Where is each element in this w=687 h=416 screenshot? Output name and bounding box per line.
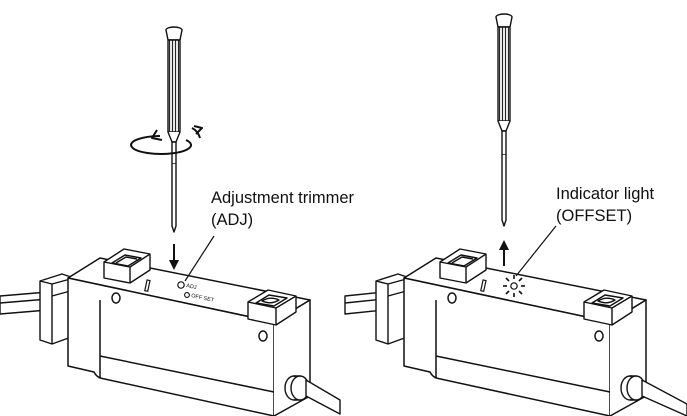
left-mount-hole-1 (111, 292, 121, 304)
right-panel (344, 13, 687, 416)
left-panel: ADJ OFF SET (0, 26, 341, 416)
offset-callout-line-1: Indicator light (556, 185, 655, 203)
right-mount-hole-1 (447, 292, 457, 304)
left-mount-hole-2 (258, 330, 268, 342)
right-clamp-2 (583, 289, 633, 326)
left-offset-indicator (184, 292, 190, 298)
right-cable-out (620, 375, 687, 416)
left-sensor-body (67, 257, 311, 416)
left-clamp-1 (103, 248, 151, 284)
adj-callout-line-1: Adjustment trimmer (211, 189, 355, 207)
right-led-slot (480, 279, 487, 292)
right-connector (375, 273, 411, 345)
left-callout-leader (184, 235, 215, 282)
left-led-slot (144, 279, 151, 292)
left-clamp-2 (247, 289, 297, 326)
right-mount-hole-2 (594, 330, 604, 342)
adj-callout-line-2: (ADJ) (211, 211, 254, 229)
right-sensor-body (403, 257, 647, 416)
adj-trimmer-callout: Adjustment trimmer (ADJ) (211, 187, 354, 231)
left-adj-trimmer[interactable] (177, 281, 185, 289)
left-adj-label: ADJ (186, 283, 198, 291)
left-cable-out (284, 375, 341, 415)
down-arrow-icon (169, 244, 179, 270)
rotate-arrow-icon (130, 125, 203, 155)
right-clamp-1 (439, 248, 487, 284)
screwdriver-icon (165, 26, 183, 233)
right-callout-leader (515, 225, 557, 277)
up-arrow-icon (499, 240, 509, 266)
indicator-light-glow-icon (503, 275, 525, 297)
offset-callout-line-2: (OFFSET) (556, 207, 633, 225)
screwdriver-icon (495, 13, 513, 227)
offset-indicator-callout: Indicator light (OFFSET) (556, 183, 654, 227)
left-offset-label: OFF SET (191, 293, 216, 304)
